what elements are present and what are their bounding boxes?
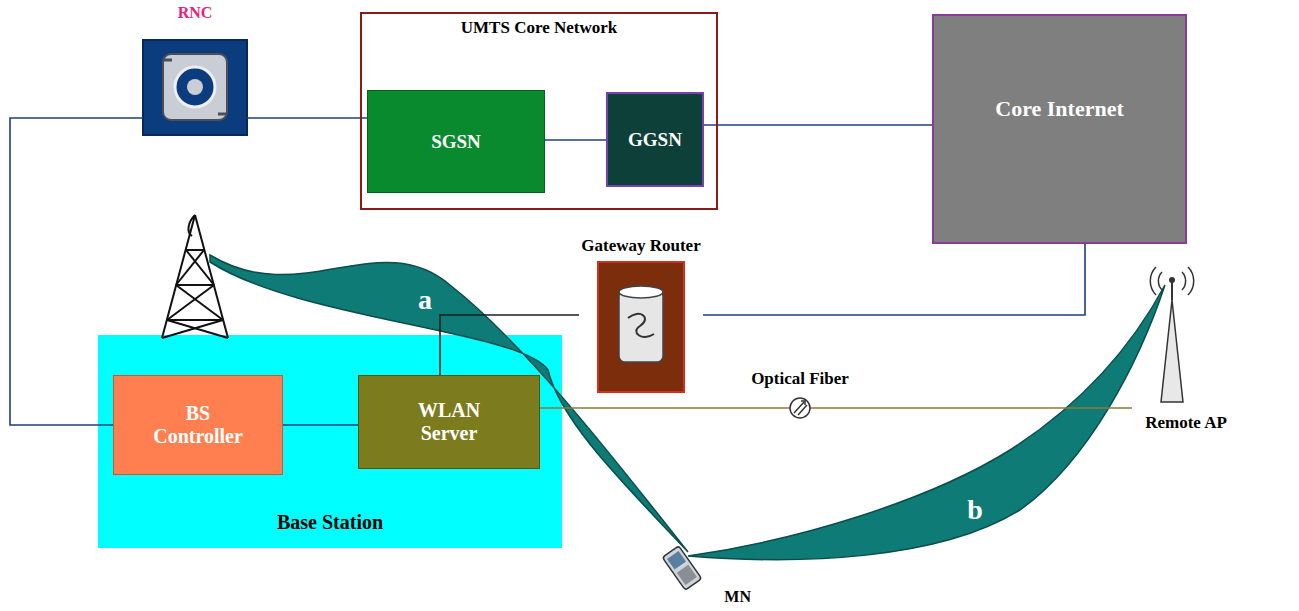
ggsn-box: GGSN: [606, 92, 704, 187]
antenna-tower: [162, 215, 228, 338]
wlan-server-box: WLAN Server: [358, 375, 540, 469]
node-label: Core Internet: [995, 96, 1124, 121]
remote-ap-node: Remote AP: [1132, 270, 1240, 435]
node-label: RNC: [178, 4, 213, 22]
core-network-box: UMTS Core NetworkSGSN GGSN: [360, 12, 718, 210]
link-letter: b: [967, 494, 983, 526]
rnc-node: RNC: [143, 4, 247, 135]
mobile-phone-icon: [662, 546, 701, 590]
gateway-router-node: Gateway Router: [579, 236, 703, 392]
connector-line: [703, 244, 1085, 315]
router-icon: [598, 262, 684, 392]
connector-line: [545, 139, 606, 141]
node-label: GGSN: [628, 129, 682, 151]
mobile-node: MN: [655, 538, 753, 608]
base-station-band: Base Station BS Controller WLAN Server: [98, 335, 562, 548]
node-label: WLAN Server: [393, 399, 505, 445]
connector-line: [540, 407, 1132, 409]
node-label: SGSN: [431, 131, 481, 153]
wireless-link-b: [688, 285, 1165, 560]
fiber-coupler-icon: [790, 398, 810, 418]
node-label: Gateway Router: [581, 236, 700, 256]
node-label: MN: [724, 588, 751, 606]
sgsn-box: SGSN: [367, 90, 545, 193]
node-label: BS Controller: [142, 402, 254, 448]
bs-controller-box: BS Controller: [113, 375, 283, 475]
node-label: Remote AP: [1145, 413, 1227, 433]
link-letter: a: [418, 284, 432, 316]
connector-label: Optical Fiber: [748, 369, 852, 389]
internet-box: Core Internet: [932, 14, 1187, 244]
connector-line: [283, 424, 358, 426]
connector-line: [247, 117, 367, 119]
remote-ap-icon: [1150, 267, 1193, 402]
connector-line: [704, 124, 932, 126]
node-label: UMTS Core Network: [461, 18, 617, 38]
rnc-icon: [143, 40, 247, 135]
node-label: Base Station: [277, 511, 383, 534]
base-station-band: [98, 335, 562, 548]
connector-line: [440, 315, 579, 375]
